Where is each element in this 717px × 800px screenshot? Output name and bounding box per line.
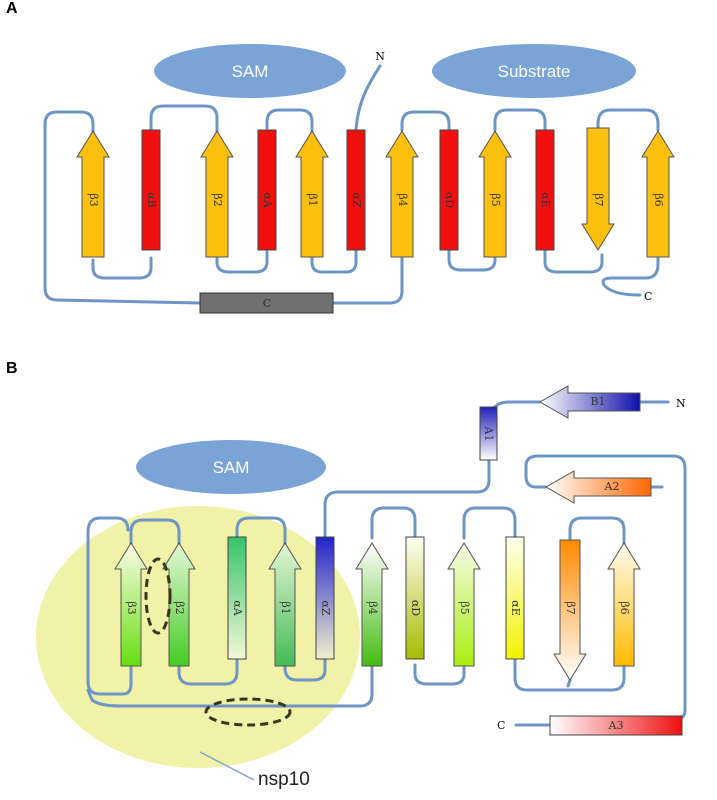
panel-a-label: A — [6, 0, 18, 17]
panel-a-aE-helix — [535, 129, 555, 251]
panel-b: nsp10 SAM β3 β2 αA β1 αZ β4 αD β5 αE β7 β6 B1A1A2A… — [36, 385, 687, 790]
panel-a-b4-strand-label: β4 — [396, 193, 409, 206]
helix-c-a — [199, 292, 334, 314]
panel-a-aD-helix — [439, 129, 459, 251]
panel-b-B1-strand-label: B1 — [590, 395, 605, 408]
panel-a-b1-strand-label: β1 — [306, 193, 319, 206]
panel-a-b7-strand-label: β7 — [592, 193, 605, 206]
panel-b-b1-strand — [268, 542, 302, 667]
panel-a-aD-helix-label: αD — [443, 192, 456, 208]
panel-a-aZ-helix-label: αZ — [350, 192, 363, 207]
panel-b-b7-strand-label: β7 — [564, 601, 577, 614]
panel-b-B1-strand — [538, 385, 641, 419]
panel-a-b3-strand-label: β3 — [87, 193, 100, 206]
helix-c-a-label: C — [263, 297, 271, 310]
panel-a-b1-strand — [295, 130, 329, 258]
connecting-loop-a — [43, 64, 660, 305]
panel-b-b6-strand — [607, 542, 641, 667]
panel-a-b6-strand — [641, 130, 675, 258]
panel-a-b4-strand — [385, 130, 419, 258]
panel-b-b2-strand — [162, 542, 196, 667]
dashed-contact-vertical — [144, 557, 172, 635]
panel-a-b3-strand — [76, 130, 110, 258]
nsp10-pointer-line — [199, 751, 255, 781]
panel-a-aA-helix-label: αA — [261, 192, 274, 208]
panel-b-A1-helix — [479, 406, 498, 461]
panel-b-aE-helix — [505, 536, 525, 660]
panel-b-A2-strand-label: A2 — [604, 480, 620, 493]
panel-b-b6-strand-label: β6 — [618, 601, 631, 614]
panel-b-b2-strand-label: β2 — [173, 601, 186, 614]
panel-a-b5-strand — [478, 130, 512, 258]
nsp10-region — [36, 506, 360, 768]
panel-a: SAM Substrate β3 αB β2 αA β1 αZ β4 αD β5 αE β7 β6 C… — [43, 44, 675, 314]
panel-b-b5-strand-label: β5 — [458, 601, 471, 614]
panel-b-A2-strand — [544, 470, 652, 504]
panel-b-A3-helix — [549, 715, 683, 736]
panel-b-aD-helix-label: αD — [409, 600, 422, 616]
panel-b-label: B — [6, 360, 18, 377]
panel-b-b5-strand — [447, 542, 481, 667]
panel-a-aZ-helix — [346, 129, 366, 251]
panel-a-b7-strand — [581, 127, 615, 251]
panel-a-aB-helix-label: αB — [145, 192, 158, 208]
substrate-ligand-a-label: Substrate — [498, 62, 571, 81]
panel-b-aZ-helix — [315, 536, 335, 660]
c-terminus-a: C — [644, 290, 652, 303]
connecting-loop-b — [86, 400, 687, 727]
panel-b-b4-strand — [355, 542, 389, 667]
panel-b-A3-helix-label: A3 — [608, 719, 624, 732]
n-terminus-b: N — [676, 397, 686, 410]
sam-ligand-b — [136, 440, 326, 494]
panel-b-aA-helix — [227, 536, 247, 660]
c-terminus-b: C — [497, 719, 505, 732]
panel-a-aB-helix — [141, 129, 161, 251]
nsp10-label: nsp10 — [258, 769, 310, 790]
panel-b-aA-helix-label: αA — [231, 600, 244, 616]
panel-b-aZ-helix-label: αZ — [319, 600, 332, 615]
panel-b-b4-strand-label: β4 — [366, 601, 379, 614]
panel-b-aE-helix-label: αE — [509, 600, 522, 615]
panel-b-A1-helix-label: A1 — [482, 426, 495, 442]
panel-a-b2-strand — [200, 130, 234, 258]
sam-ligand-b-label: SAM — [213, 458, 250, 477]
panel-b-b3-strand-label: β3 — [125, 601, 138, 614]
panel-a-b2-strand-label: β2 — [211, 193, 224, 206]
panel-b-b1-strand-label: β1 — [279, 601, 292, 614]
sam-ligand-a — [154, 44, 346, 98]
panel-a-aE-helix-label: αE — [539, 192, 552, 207]
panel-a-b5-strand-label: β5 — [489, 193, 502, 206]
dashed-contact-horizontal — [204, 697, 292, 727]
panel-a-aA-helix — [257, 129, 277, 251]
sam-ligand-a-label: SAM — [232, 62, 269, 81]
substrate-ligand-a — [432, 44, 636, 98]
panel-b-b7-strand — [553, 539, 587, 681]
panel-b-aD-helix — [405, 536, 425, 660]
panel-a-b6-strand-label: β6 — [652, 193, 665, 206]
panel-b-b3-strand — [114, 542, 148, 667]
n-terminus-a: N — [375, 50, 385, 63]
